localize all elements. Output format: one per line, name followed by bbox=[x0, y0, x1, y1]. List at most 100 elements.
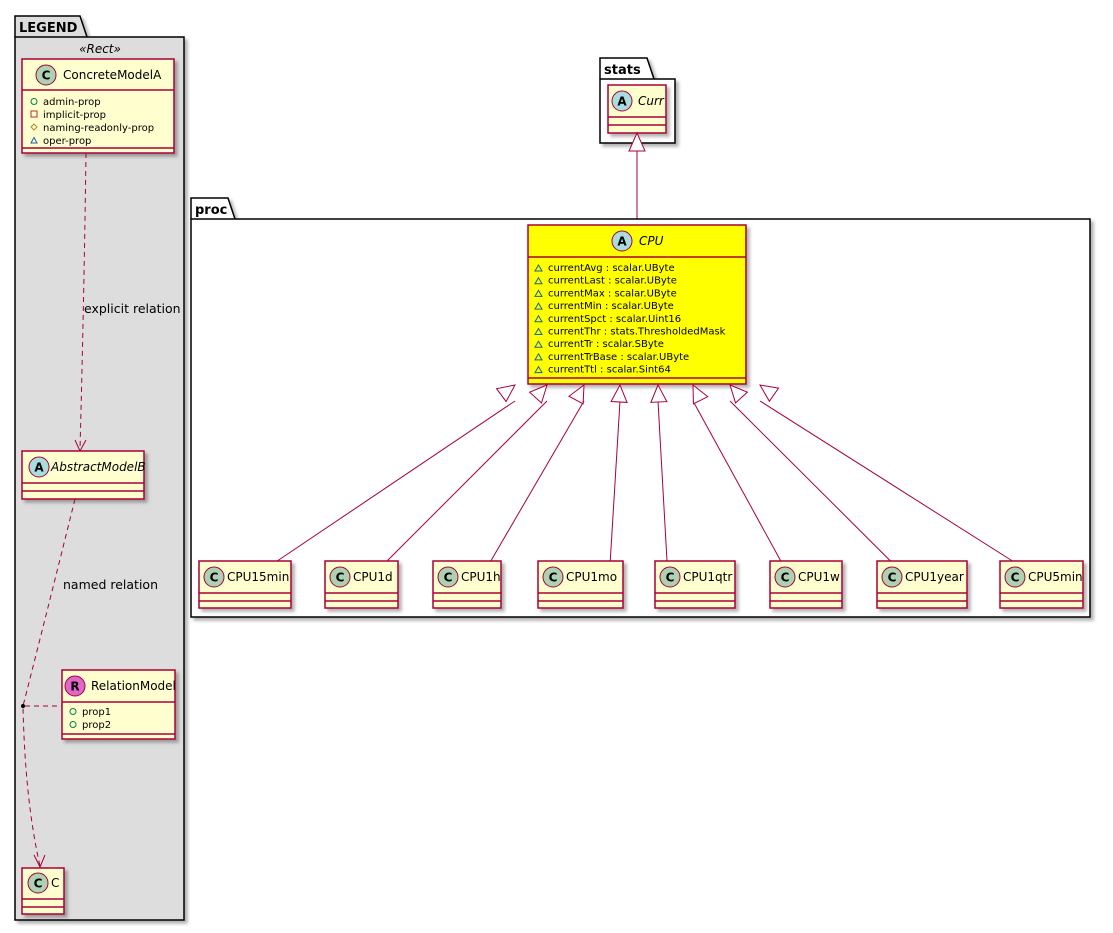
attr-naming-readonly-prop: naming-readonly-prop bbox=[43, 123, 154, 134]
class-kind-letter: C bbox=[42, 69, 51, 83]
inheritance-arrowhead bbox=[692, 383, 709, 405]
package-visibility-icon bbox=[534, 365, 543, 374]
class-abstract-model-b[interactable]: A AbstractModelB bbox=[21, 450, 146, 500]
inheritance-arrowhead bbox=[759, 384, 780, 403]
inheritance-line bbox=[386, 400, 548, 562]
class-kind-letter: C bbox=[888, 571, 897, 585]
inheritance-arrowhead bbox=[495, 384, 516, 403]
attr-admin-prop: admin-prop bbox=[43, 97, 101, 108]
class-curr[interactable]: A Curr bbox=[607, 84, 667, 134]
class-cpu1qtr[interactable]: C CPU1qtr bbox=[654, 560, 736, 609]
class-kind-letter: A bbox=[617, 95, 627, 109]
cpu-extends-curr bbox=[628, 131, 646, 225]
subclass-inheritance-lines bbox=[276, 383, 1013, 562]
relation-r-icon bbox=[64, 675, 86, 697]
cpu-attribute: currentThr : stats.ThresholdedMask bbox=[548, 327, 726, 338]
class-cpu15min[interactable]: C CPU15min bbox=[198, 560, 292, 609]
package-visibility-icon bbox=[30, 136, 38, 144]
legend-title: LEGEND bbox=[19, 21, 78, 36]
package-visibility-icon bbox=[534, 314, 543, 323]
class-relation-model[interactable]: R RelationModel prop1 prop2 bbox=[61, 669, 176, 740]
class-kind-letter: C bbox=[549, 571, 558, 585]
class-name: CPU15min bbox=[227, 570, 289, 584]
private-visibility-icon bbox=[30, 110, 38, 118]
class-name: CPU1w bbox=[798, 570, 840, 584]
cpu-attribute: currentMin : scalar.UByte bbox=[548, 301, 674, 312]
class-c-icon bbox=[774, 566, 796, 588]
class-cpu1d[interactable]: C CPU1d bbox=[324, 560, 399, 609]
class-name: CPU1mo bbox=[566, 570, 617, 584]
class-kind-letter: C bbox=[666, 571, 675, 585]
legend-stereotype: «Rect» bbox=[79, 42, 121, 56]
inheritance-line bbox=[276, 400, 516, 562]
cpu-attribute: currentMax : scalar.UByte bbox=[548, 288, 677, 299]
stats-title: stats bbox=[604, 63, 641, 78]
class-kind-letter: C bbox=[444, 571, 453, 585]
class-concrete-model-a[interactable]: C ConcreteModelA admin-prop implicit-pro… bbox=[21, 58, 175, 154]
class-name: CPU1d bbox=[353, 570, 393, 584]
cpu-attribute: currentTrBase : scalar.UByte bbox=[548, 352, 689, 363]
named-relation-label: named relation bbox=[63, 577, 158, 592]
class-name: RelationModel bbox=[91, 679, 176, 693]
class-cpu1mo[interactable]: C CPU1mo bbox=[537, 560, 624, 609]
abstract-a-icon bbox=[611, 90, 633, 112]
class-cpu1year[interactable]: C CPU1year bbox=[876, 560, 968, 609]
class-c[interactable]: C C bbox=[21, 867, 65, 915]
cpu-attribute: currentTtl : scalar.Sint64 bbox=[548, 365, 671, 376]
class-c-icon bbox=[203, 566, 225, 588]
class-name: CPU1qtr bbox=[683, 570, 732, 584]
class-c-icon bbox=[329, 566, 351, 588]
class-kind-letter: A bbox=[617, 235, 627, 249]
class-c-icon bbox=[1004, 566, 1026, 588]
abstract-a-icon bbox=[28, 456, 50, 478]
inheritance-line bbox=[729, 400, 891, 562]
cpu-attribute: currentSpct : scalar.Uint16 bbox=[548, 314, 681, 325]
inheritance-line bbox=[490, 400, 585, 562]
class-name: ConcreteModelA bbox=[63, 68, 162, 82]
attr-prop1: prop1 bbox=[82, 707, 111, 718]
class-c-icon bbox=[437, 566, 459, 588]
inheritance-arrowhead bbox=[729, 384, 749, 404]
class-kind-letter: A bbox=[34, 461, 44, 475]
class-c-icon bbox=[881, 566, 903, 588]
class-kind-letter: R bbox=[70, 680, 79, 694]
class-c-icon bbox=[27, 872, 49, 894]
class-cpu[interactable]: A CPU currentAvg : scalar.UBytecurrentLa… bbox=[527, 224, 747, 385]
cpu-attribute: currentTr : scalar.SByte bbox=[548, 339, 664, 350]
class-c-icon bbox=[542, 566, 564, 588]
public-visibility-icon bbox=[30, 98, 38, 105]
cpu-attribute: currentLast : scalar.UByte bbox=[548, 276, 677, 287]
attr-prop2: prop2 bbox=[82, 720, 111, 731]
class-name: CPU5min bbox=[1028, 570, 1083, 584]
inheritance-arrowhead bbox=[528, 384, 548, 404]
class-name: AbstractModelB bbox=[50, 460, 146, 474]
inheritance-line bbox=[759, 400, 1013, 562]
explicit-relation-label: explicit relation bbox=[84, 301, 181, 316]
abstract-a-icon bbox=[611, 230, 633, 252]
class-name: CPU bbox=[639, 234, 664, 248]
inheritance-arrowhead bbox=[650, 383, 668, 403]
inheritance-arrowhead bbox=[610, 383, 628, 403]
class-kind-letter: C bbox=[336, 571, 345, 585]
package-visibility-icon bbox=[534, 276, 543, 285]
class-kind-letter: C bbox=[34, 877, 43, 891]
package-visibility-icon bbox=[534, 340, 543, 348]
inheritance-line bbox=[657, 400, 668, 562]
class-name: CPU1year bbox=[905, 570, 964, 584]
inheritance-line bbox=[609, 400, 621, 562]
class-c-icon bbox=[35, 64, 57, 86]
class-name: C bbox=[51, 876, 59, 890]
public-visibility-icon bbox=[69, 708, 77, 715]
inheritance-arrowhead bbox=[568, 383, 585, 405]
class-kind-letter: C bbox=[210, 571, 219, 585]
attr-implicit-prop: implicit-prop bbox=[43, 110, 106, 121]
package-visibility-icon bbox=[534, 352, 543, 361]
proc-title: proc bbox=[195, 203, 227, 218]
named-relation-arrow: named relation bbox=[21, 498, 158, 869]
inheritance-line bbox=[692, 400, 782, 562]
